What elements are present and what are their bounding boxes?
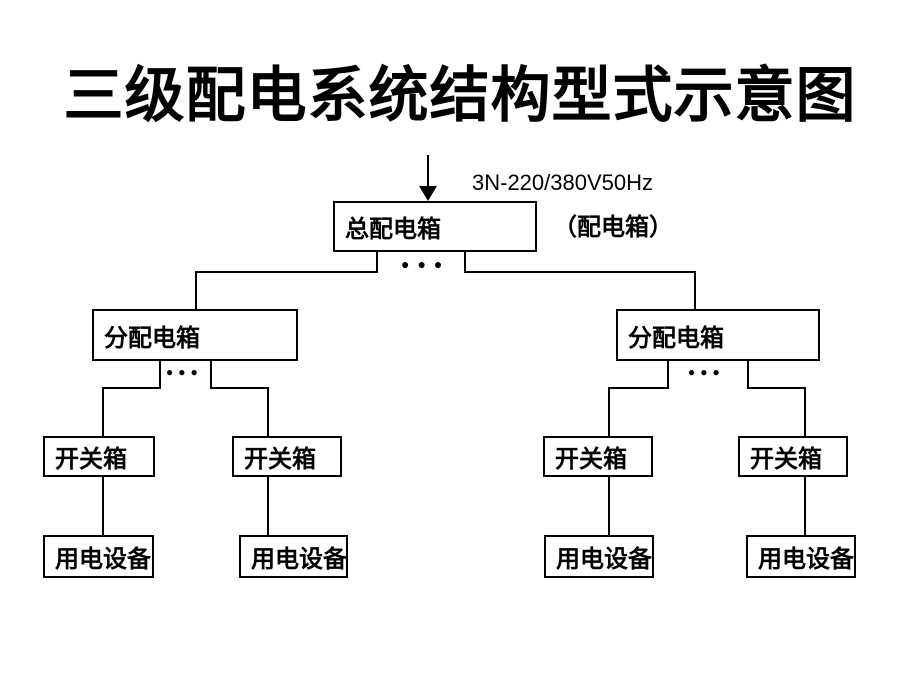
connector-line (694, 271, 696, 309)
slide-title: 三级配电系统结构型式示意图 (63, 62, 857, 129)
connector-line (102, 477, 104, 535)
switch-box-label: 开关箱 (55, 446, 127, 473)
connector-line (464, 271, 696, 273)
connector-line (804, 387, 806, 436)
arrow-head-icon (419, 186, 437, 201)
equipment-box-2: 用电设备 (239, 535, 348, 578)
connector-line (210, 360, 212, 389)
ellipsis-dots: ●●● (688, 365, 725, 379)
switch-box-4: 开关箱 (738, 436, 848, 477)
connector-line (608, 387, 610, 436)
switch-box-label: 开关箱 (555, 446, 627, 473)
equipment-box-label: 用电设备 (556, 546, 652, 573)
switch-box-label: 开关箱 (244, 446, 316, 473)
voltage-label: 3N-220/380V50Hz (472, 170, 654, 195)
connector-line (195, 271, 378, 273)
connector-line (195, 271, 197, 309)
equipment-box-4: 用电设备 (746, 535, 856, 578)
connector-line (102, 387, 104, 436)
switch-box-label: 开关箱 (750, 446, 822, 473)
ellipsis-dots: ●●● (166, 365, 203, 379)
connector-line (159, 360, 161, 389)
connector-line (804, 477, 806, 535)
connector-line (376, 252, 378, 273)
main-box-note: （配电箱） (553, 214, 673, 241)
distribution-box-left: 分配电箱 (92, 309, 298, 361)
equipment-box-1: 用电设备 (43, 535, 154, 578)
connector-line (210, 387, 269, 389)
main-distribution-box: 总配电箱 (333, 201, 537, 252)
equipment-box-label: 用电设备 (758, 546, 854, 573)
distribution-box-label: 分配电箱 (104, 324, 200, 352)
connector-line (267, 387, 269, 436)
equipment-box-3: 用电设备 (544, 535, 654, 578)
connector-line (102, 387, 161, 389)
equipment-box-label: 用电设备 (55, 546, 151, 573)
main-distribution-box-label: 总配电箱 (345, 216, 441, 243)
switch-box-3: 开关箱 (543, 436, 653, 477)
connector-line (667, 360, 669, 389)
connector-line (608, 477, 610, 535)
connector-line (464, 252, 466, 273)
connector-line (747, 360, 749, 389)
connector-line (267, 477, 269, 535)
ellipsis-dots: ●●● (401, 256, 451, 272)
equipment-box-label: 用电设备 (251, 546, 347, 573)
switch-box-1: 开关箱 (43, 436, 155, 477)
distribution-box-right: 分配电箱 (616, 309, 820, 361)
arrow-shaft (427, 155, 429, 188)
connector-line (608, 387, 669, 389)
connector-line (747, 387, 806, 389)
distribution-box-label: 分配电箱 (628, 324, 724, 352)
switch-box-2: 开关箱 (232, 436, 342, 477)
